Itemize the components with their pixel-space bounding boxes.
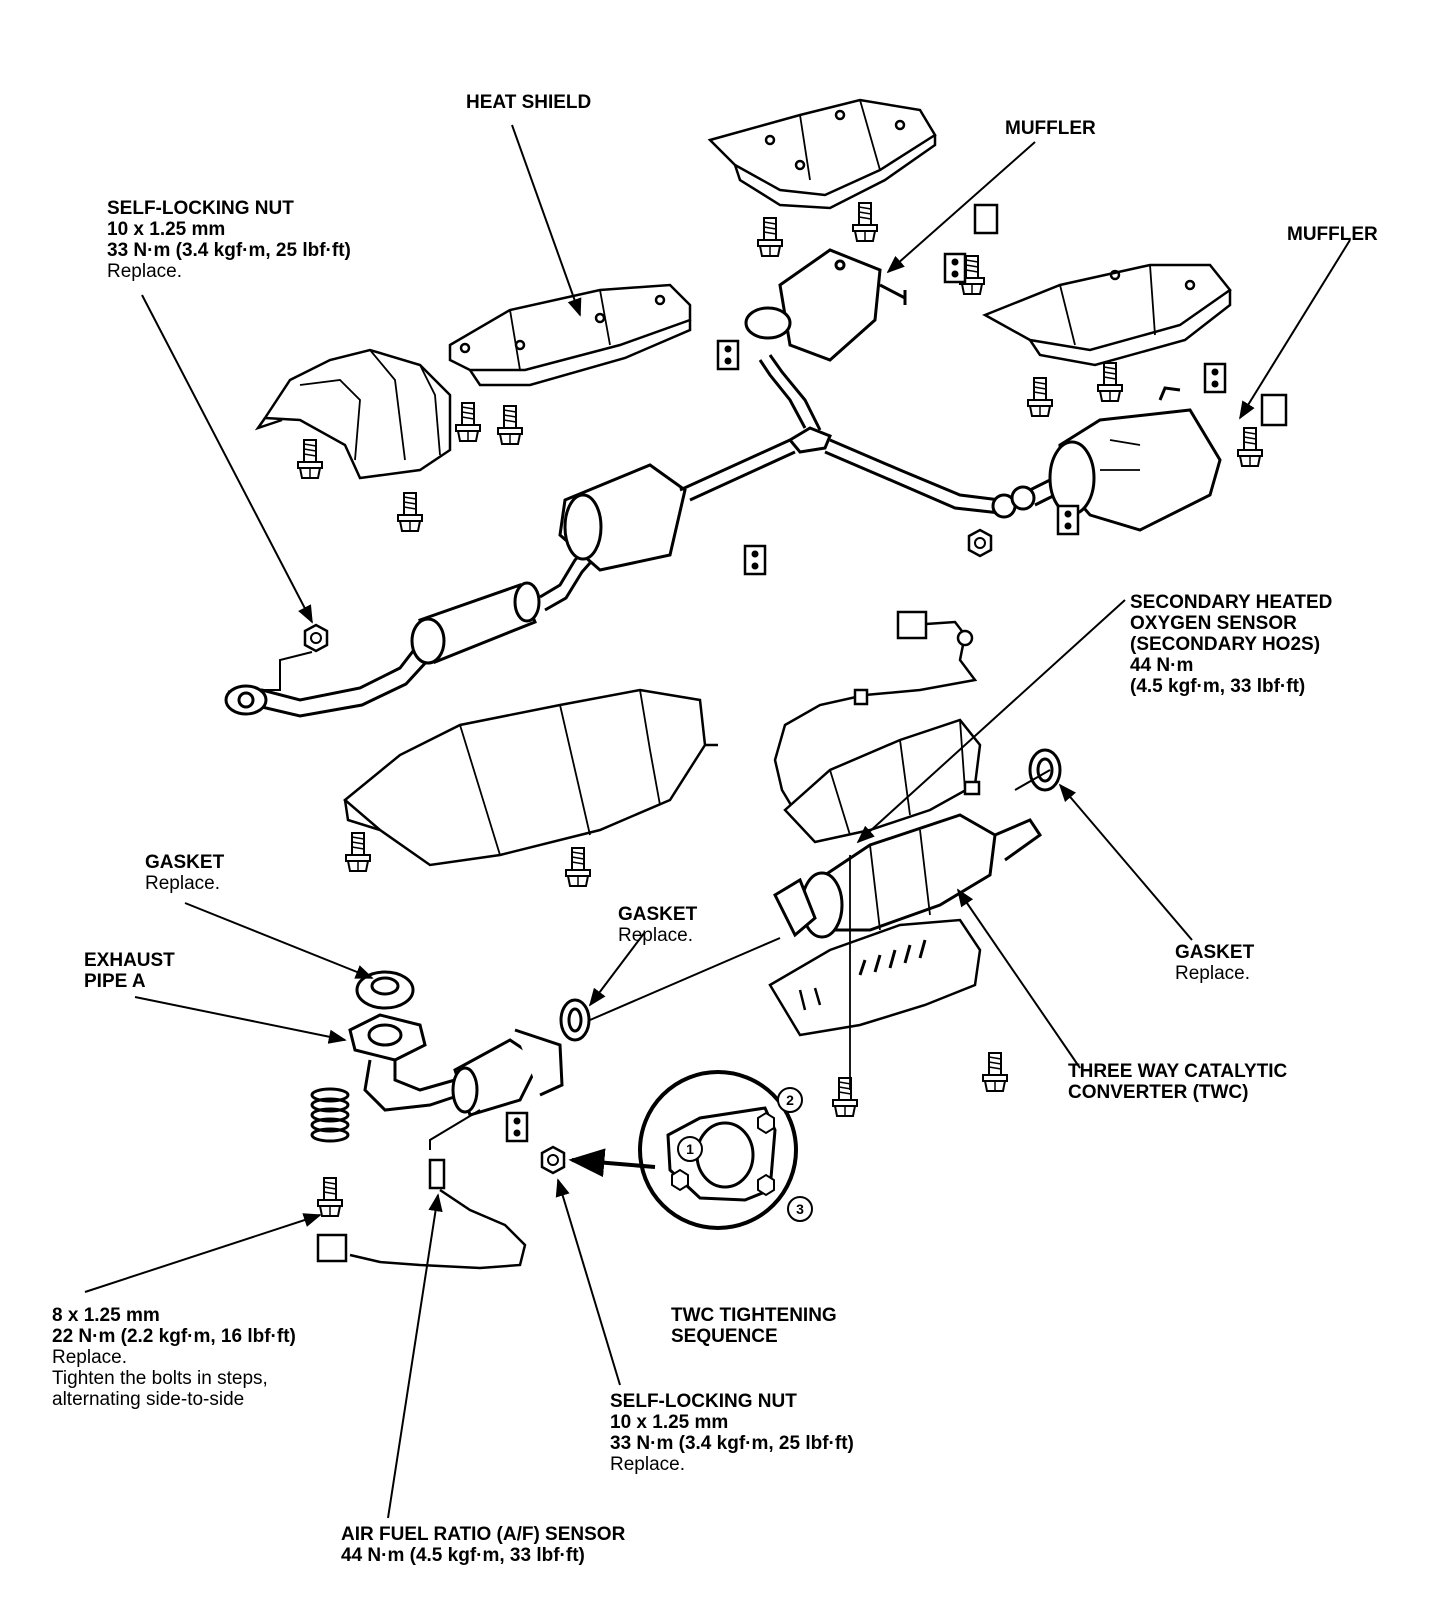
snt-l3: 33 N·m (3.4 kgf·m, 25 lbf·ft) xyxy=(107,240,351,261)
bolt-l4: Tighten the bolts in steps, xyxy=(52,1368,268,1389)
snb-l2: 10 x 1.25 mm xyxy=(610,1412,729,1433)
muffler-right xyxy=(1048,386,1222,532)
exhaust-pipe-a xyxy=(348,1013,564,1117)
gasket-right-l2: Replace. xyxy=(1175,963,1250,984)
snb-l1: SELF-LOCKING NUT xyxy=(610,1391,797,1412)
snt-l4: Replace. xyxy=(107,261,182,282)
gasket-mid-l2: Replace. xyxy=(618,925,693,946)
label-twc-sequence: TWC TIGHTENING SEQUENCE xyxy=(671,1305,837,1347)
label-muffler-right-text: MUFFLER xyxy=(1287,224,1378,245)
gasket-left xyxy=(355,970,415,1010)
label-secondary-ho2s: SECONDARY HEATED OXYGEN SENSOR (SECONDAR… xyxy=(1130,592,1332,697)
twc-lower-shield xyxy=(768,918,982,1037)
hardware-hangers xyxy=(505,203,1288,1143)
label-self-locking-nut-top: SELF-LOCKING NUT 10 x 1.25 mm 33 N·m (3.… xyxy=(107,198,351,282)
label-bolt-spec: 8 x 1.25 mm 22 N·m (2.2 kgf·m, 16 lbf·ft… xyxy=(52,1305,296,1410)
label-twc: THREE WAY CATALYTIC CONVERTER (TWC) xyxy=(1068,1061,1287,1103)
sequence-marker-3: 3 xyxy=(787,1196,813,1222)
heat-shield-lower xyxy=(343,688,718,867)
twc-l2: CONVERTER (TWC) xyxy=(1068,1082,1249,1103)
heat-shield-upper-left xyxy=(254,348,452,480)
label-gasket-left: GASKET Replace. xyxy=(145,852,224,894)
label-gasket-mid: GASKET Replace. xyxy=(618,904,697,946)
twcs-l1: TWC TIGHTENING xyxy=(671,1305,837,1326)
label-af-sensor: AIR FUEL RATIO (A/F) SENSOR 44 N·m (4.5 … xyxy=(341,1524,625,1566)
leader-lines xyxy=(84,124,1351,1519)
ho2s-l1: SECONDARY HEATED xyxy=(1130,592,1333,613)
bolt-l3: Replace. xyxy=(52,1347,127,1368)
ho2s-l2: OXYGEN SENSOR xyxy=(1130,613,1297,634)
three-way-catalytic-converter xyxy=(773,813,1043,939)
label-muffler-upper: MUFFLER xyxy=(1005,118,1096,139)
gasket-left-l2: Replace. xyxy=(145,873,220,894)
bolt-l5: alternating side-to-side xyxy=(52,1389,245,1410)
gasket-right-l1: GASKET xyxy=(1175,942,1255,963)
muffler-upper xyxy=(744,248,907,362)
spring xyxy=(310,1087,350,1143)
heat-shield-right xyxy=(982,263,1232,367)
label-self-locking-nut-bottom: SELF-LOCKING NUT 10 x 1.25 mm 33 N·m (3.… xyxy=(610,1391,854,1475)
ho2s-l4: 44 N·m xyxy=(1130,655,1194,676)
label-muffler-upper-text: MUFFLER xyxy=(1005,118,1096,139)
ho2s-l3: (SECONDARY HO2S) xyxy=(1130,634,1321,655)
gasket-mid xyxy=(559,998,591,1042)
twcs-l2: SEQUENCE xyxy=(671,1326,778,1347)
heat-shield-top xyxy=(707,98,937,210)
ho2s-l5: (4.5 kgf·m, 33 lbf·ft) xyxy=(1130,676,1306,697)
epa-l1: EXHAUST xyxy=(84,950,175,971)
heat-shield-upper-center xyxy=(448,283,692,387)
sequence-marker-2: 2 xyxy=(777,1087,803,1113)
snt-l1: SELF-LOCKING NUT xyxy=(107,198,294,219)
bolt-l1: 8 x 1.25 mm xyxy=(52,1305,160,1326)
af-l2: 44 N·m (4.5 kgf·m, 33 lbf·ft) xyxy=(341,1545,585,1566)
af-l1: AIR FUEL RATIO (A/F) SENSOR xyxy=(341,1524,626,1545)
label-gasket-right: GASKET Replace. xyxy=(1175,942,1254,984)
gasket-mid-l1: GASKET xyxy=(618,904,698,925)
exhaust-pipe-assembly xyxy=(224,354,1076,718)
af-sensor-wire xyxy=(316,1158,527,1270)
twc-l1: THREE WAY CATALYTIC xyxy=(1068,1061,1288,1082)
sensor-wire-secondary xyxy=(773,610,978,836)
gasket-left-l1: GASKET xyxy=(145,852,225,873)
gasket-right xyxy=(1028,748,1062,792)
bolt-l2: 22 N·m (2.2 kgf·m, 16 lbf·ft) xyxy=(52,1326,296,1347)
label-exhaust-pipe-a: EXHAUST PIPE A xyxy=(84,950,175,992)
snb-l3: 33 N·m (3.4 kgf·m, 25 lbf·ft) xyxy=(610,1433,854,1454)
epa-l2: PIPE A xyxy=(84,971,146,992)
snb-l4: Replace. xyxy=(610,1454,685,1475)
snt-l2: 10 x 1.25 mm xyxy=(107,219,226,240)
twc-sequence-detail xyxy=(638,1070,798,1230)
label-heat-shield-text: HEAT SHIELD xyxy=(466,92,592,113)
label-heat-shield: HEAT SHIELD xyxy=(466,92,591,113)
sequence-marker-1: 1 xyxy=(677,1136,703,1162)
twc-upper-shield xyxy=(783,718,982,844)
label-muffler-right: MUFFLER xyxy=(1287,224,1378,245)
